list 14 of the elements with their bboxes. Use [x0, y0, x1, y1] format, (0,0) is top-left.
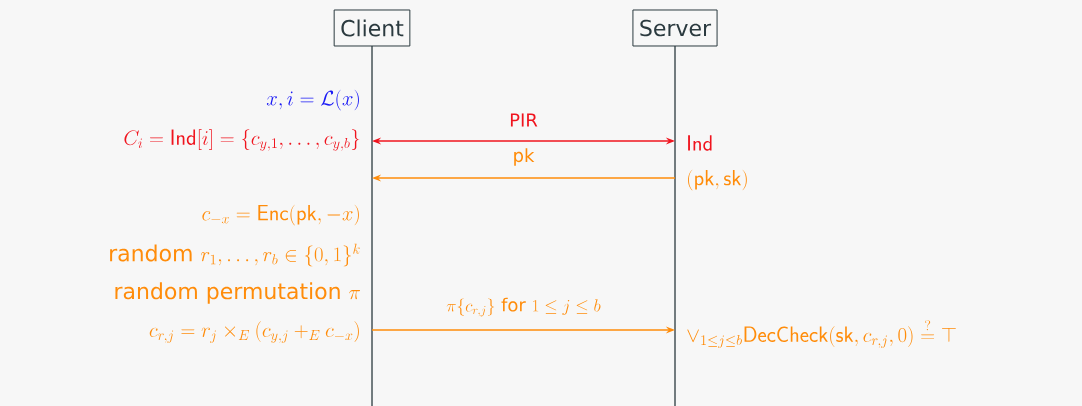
participant-box: Server — [632, 9, 718, 47]
formula: $c_{r,j} = r_j \times_E (c_{y,j} +_E c_{-x})$ — [149, 321, 359, 343]
formula: $x, i = \mathcal{L}(x)$ — [266, 89, 359, 111]
formula: $\mathsf{Ind}$ — [688, 135, 712, 151]
formula: $\text{random }r_1,\ldots,r_b\in\{0,1\}^k$ — [110, 243, 360, 267]
formula: $C_i = \mathsf{Ind}[i] = \{c_{y,1},\ldots,c_{y,b}\}$ — [124, 129, 360, 151]
formula: $c_{-x} = \mathsf{Enc}(\mathsf{pk},-x)$ — [202, 204, 359, 226]
edge-label: $\pi\{c_{r,j}\}\text{ for }1\leq j\leq b$ — [446, 297, 601, 317]
formula: $\vee_{1\leq j\leq b}\mathsf{DecCheck}(\mathsf{sk},c_{r,j},0)\overset{?}{=}\top$ — [687, 320, 956, 348]
formula: $\text{random permutation }\pi$ — [115, 282, 360, 304]
participant-box: Client — [333, 9, 411, 47]
edge-label: PIR — [510, 113, 538, 127]
edge-label: pk — [514, 148, 535, 166]
formula: $(\mathsf{pk},\mathsf{sk})$ — [688, 169, 747, 191]
